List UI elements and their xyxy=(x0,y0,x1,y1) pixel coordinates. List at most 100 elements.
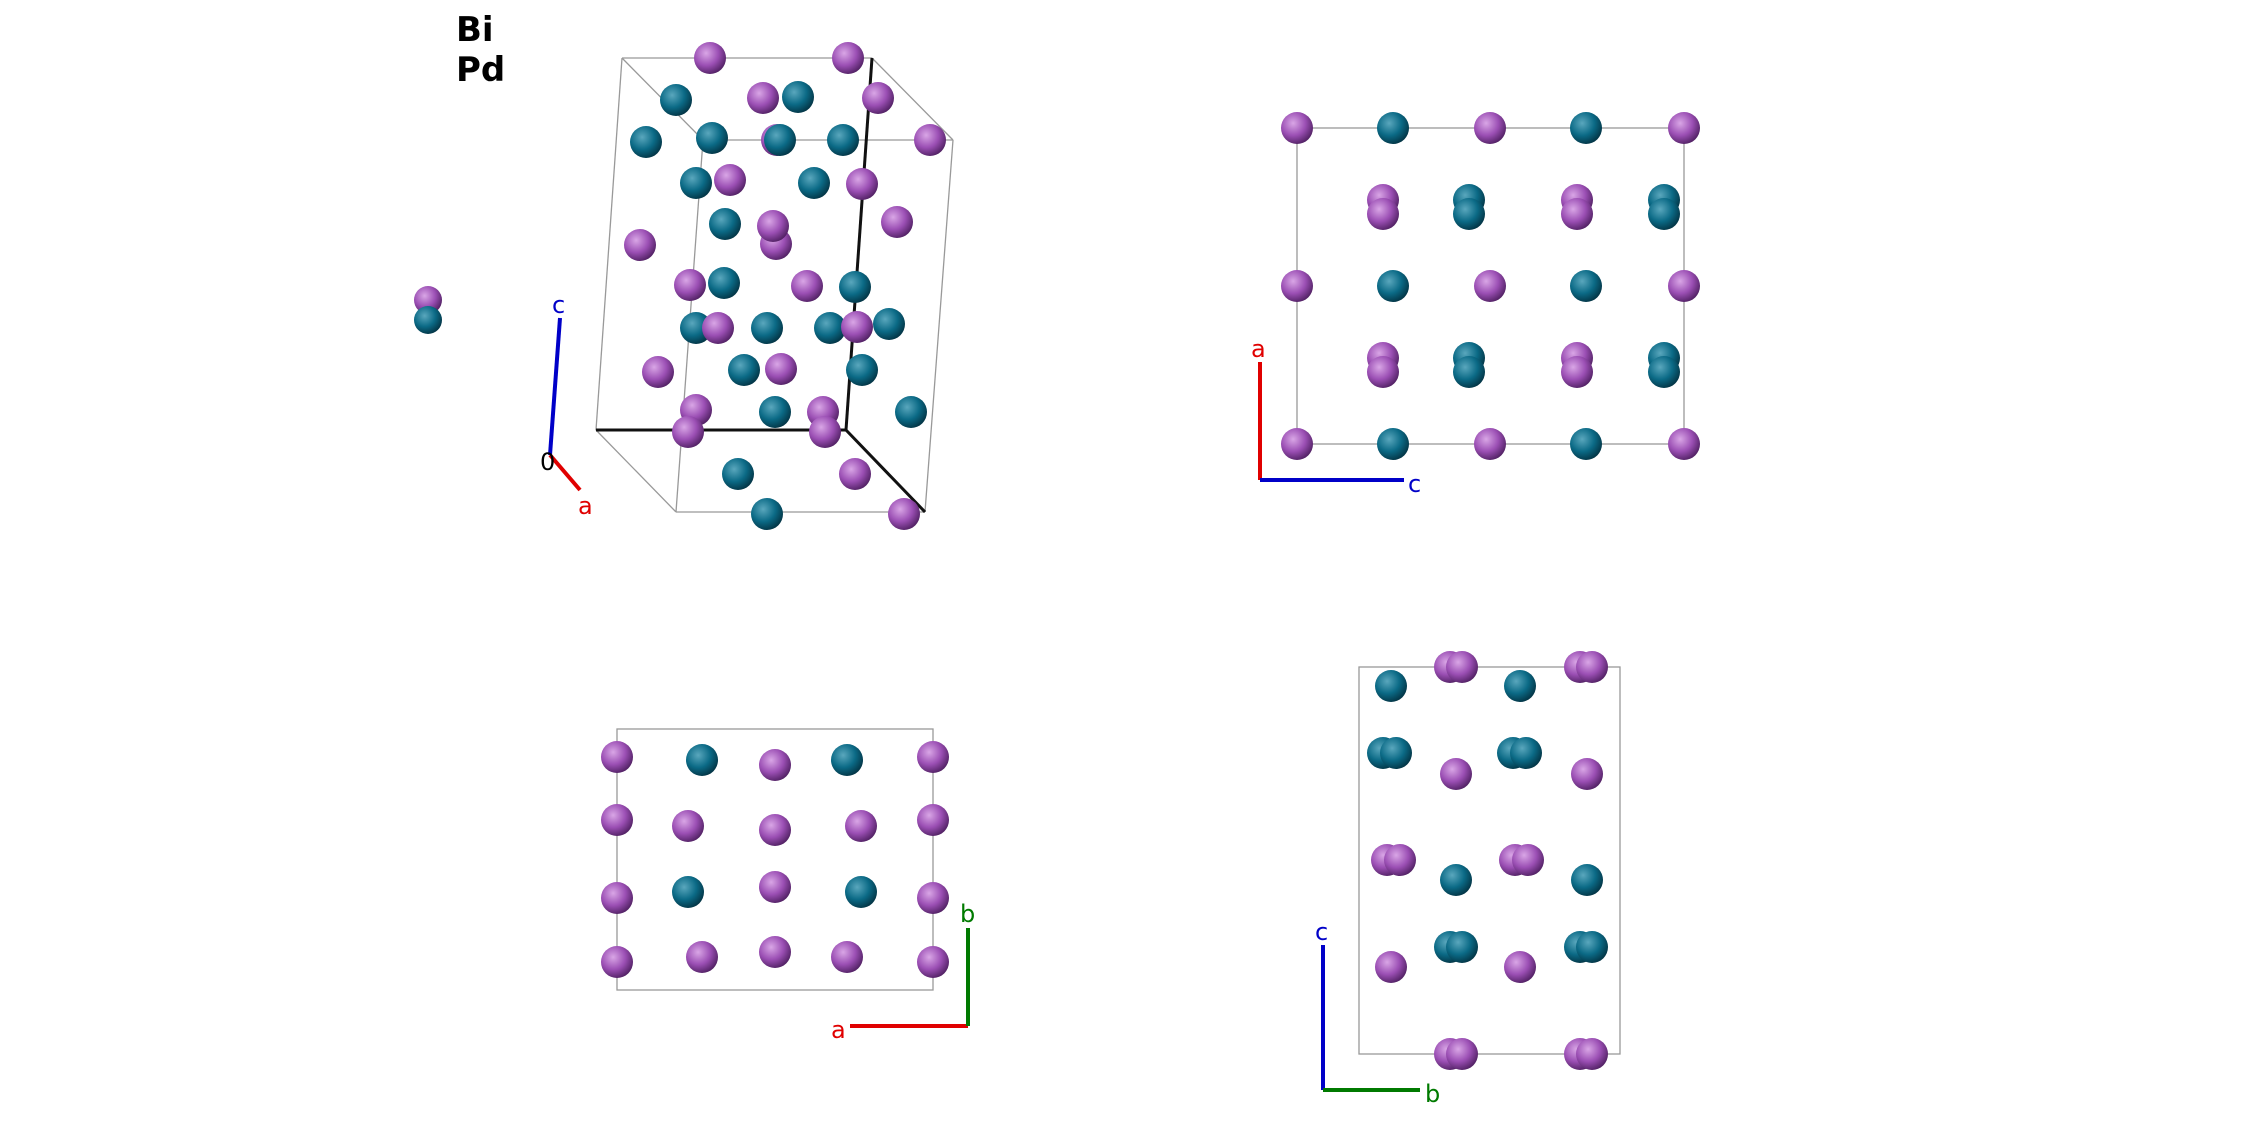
pd-atom xyxy=(1570,428,1602,460)
bi-atom xyxy=(624,229,656,261)
axis-b-label: b xyxy=(960,900,975,928)
bi-atom xyxy=(759,814,791,846)
pd-atom xyxy=(1576,931,1608,963)
bi-atom xyxy=(1440,758,1472,790)
atoms-along-a xyxy=(1367,651,1608,1070)
atoms-along-b xyxy=(1281,112,1700,460)
pd-atom xyxy=(764,124,796,156)
bi-atom xyxy=(765,353,797,385)
axis-triad-along-b: a c xyxy=(1251,335,1421,498)
view-along-c: a b xyxy=(601,728,975,1044)
axis-a-label: a xyxy=(578,492,593,520)
bi-atom xyxy=(672,416,704,448)
bi-atom xyxy=(601,741,633,773)
bi-atom xyxy=(1668,428,1700,460)
pd-atom xyxy=(827,124,859,156)
bi-atom xyxy=(1668,270,1700,302)
pd-atom xyxy=(798,167,830,199)
axis-a-label: a xyxy=(1251,335,1266,363)
pd-atom xyxy=(1571,864,1603,896)
legend-swatch-pd xyxy=(414,306,442,334)
bi-atom xyxy=(1281,428,1313,460)
unit-cell-outline xyxy=(616,728,934,991)
pd-atom xyxy=(1377,112,1409,144)
axis-triad-along-a: c b xyxy=(1315,918,1440,1108)
bi-atom xyxy=(839,458,871,490)
legend-swatches xyxy=(414,286,442,334)
pd-atom xyxy=(660,84,692,116)
pd-atom xyxy=(728,354,760,386)
pd-atom xyxy=(1453,356,1485,388)
bi-atom xyxy=(809,416,841,448)
pd-atom xyxy=(831,744,863,776)
pd-atom xyxy=(630,126,662,158)
bi-atom xyxy=(672,810,704,842)
bi-atom xyxy=(757,210,789,242)
pd-atom xyxy=(1570,270,1602,302)
bi-atom xyxy=(917,882,949,914)
bi-atom xyxy=(1576,1038,1608,1070)
pd-atom xyxy=(782,81,814,113)
axis-c-line xyxy=(548,317,562,456)
bi-atom xyxy=(1668,112,1700,144)
pd-atom xyxy=(1440,864,1472,896)
pd-atom xyxy=(759,396,791,428)
pd-atom xyxy=(722,458,754,490)
bi-atom xyxy=(1504,951,1536,983)
pd-atom xyxy=(672,876,704,908)
pd-atom xyxy=(680,167,712,199)
origin-label: 0 xyxy=(540,448,555,476)
pd-atom xyxy=(846,354,878,386)
bi-atom xyxy=(881,206,913,238)
bi-atom xyxy=(1446,651,1478,683)
bi-atom xyxy=(1384,844,1416,876)
bi-atom xyxy=(1474,112,1506,144)
unit-cell-outline xyxy=(1358,666,1621,1055)
pd-atom xyxy=(845,876,877,908)
pd-atom xyxy=(1453,198,1485,230)
pd-atom xyxy=(814,312,846,344)
axis-c-label: c xyxy=(1315,918,1328,946)
bi-atom xyxy=(841,311,873,343)
bi-atom xyxy=(1474,270,1506,302)
bi-atom xyxy=(759,749,791,781)
atoms-perspective xyxy=(624,42,946,530)
pd-atom xyxy=(1446,931,1478,963)
pd-atom xyxy=(1380,737,1412,769)
bi-atom xyxy=(601,804,633,836)
bi-atom xyxy=(1367,356,1399,388)
pd-atom xyxy=(1377,270,1409,302)
pd-atom xyxy=(680,312,712,344)
pd-atom xyxy=(1510,737,1542,769)
pd-atom xyxy=(895,396,927,428)
bi-atom xyxy=(846,168,878,200)
bi-atom xyxy=(747,82,779,114)
bi-atom xyxy=(1367,198,1399,230)
axis-c-label: c xyxy=(552,291,565,319)
bi-atom xyxy=(759,871,791,903)
bi-atom xyxy=(845,810,877,842)
pd-atom xyxy=(839,271,871,303)
pd-atom xyxy=(1504,670,1536,702)
bi-atom xyxy=(714,164,746,196)
view-along-b: a c xyxy=(1251,112,1700,498)
legend-label-bi: Bi xyxy=(456,10,494,50)
bi-atom xyxy=(917,946,949,978)
bi-atom xyxy=(1375,951,1407,983)
bi-atom xyxy=(1281,270,1313,302)
pd-atom xyxy=(751,312,783,344)
bi-atom xyxy=(1474,428,1506,460)
pd-atom xyxy=(696,122,728,154)
axis-b-label: b xyxy=(1425,1080,1440,1108)
bi-atom xyxy=(601,946,633,978)
axis-a-line xyxy=(548,453,582,492)
bi-atom xyxy=(914,124,946,156)
pd-atom xyxy=(686,744,718,776)
axis-c-label: c xyxy=(1408,470,1421,498)
pd-atom xyxy=(1377,428,1409,460)
bi-atom xyxy=(1512,844,1544,876)
bi-atom xyxy=(917,741,949,773)
bi-atom xyxy=(1571,758,1603,790)
pd-atom xyxy=(1570,112,1602,144)
